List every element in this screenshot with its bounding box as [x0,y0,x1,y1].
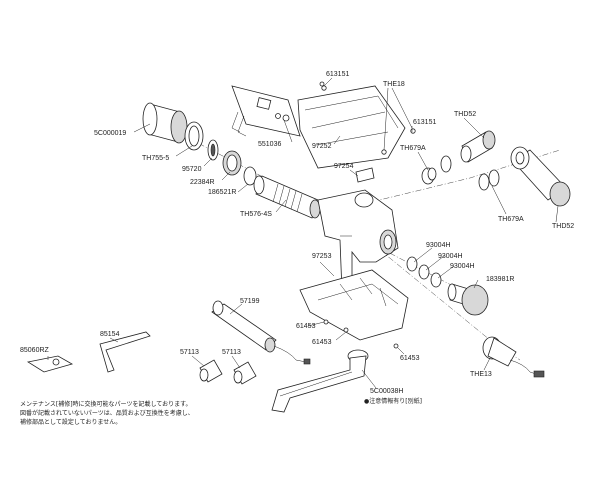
connector-TH679A-top [421,167,437,185]
part-labels: 613151 THE18 613151 THD52 5C000019 55103… [20,71,574,395]
label-85060RZ: 85060RZ [20,347,50,354]
valve-body [317,189,399,293]
battery-case-57199 [211,300,311,365]
tool-85060RZ [26,355,74,373]
label-93004H-3: 93004H [450,263,475,270]
label-61453-a: 61453 [296,323,316,330]
ring-22384R [222,150,242,176]
label-95720: 95720 [182,166,202,173]
connector-TH679A-bottom [478,169,500,191]
label-61453-b: 61453 [312,339,332,346]
label-93004H-1: 93004H [426,242,451,249]
label-TH755-5: TH755-5 [142,155,169,162]
label-THD52-bottom: THD52 [552,223,574,230]
footer-note-line3: 補修部品として設定しておりません。 [20,418,121,426]
hex-wrench-85154 [99,331,151,373]
notes: ●注意情報有り[別紙] メンテナンス[補修]時に交換可能なパーツを記載しておりま… [20,397,422,426]
oring-top [440,155,452,173]
spec-note: ●注意情報有り[別紙] [364,397,422,405]
label-22384R: 22384R [190,179,215,186]
ring-186521R [243,166,257,186]
ring-TH755-5 [184,121,204,151]
battery-57113-a [199,359,223,383]
label-THE13: THE13 [470,371,492,378]
label-613151-top: 613151 [326,71,349,78]
part-97254 [355,167,375,183]
label-TH679A-top: TH679A [400,145,426,152]
label-THD52-top: THD52 [454,111,476,118]
label-57199: 57199 [240,298,260,305]
label-97254: 97254 [334,163,354,170]
footer-note-line2: 図番が記載されていないパーツは、品質および互換性を考慮し、 [20,409,194,417]
spout-5C00038H [271,349,369,413]
label-57113-b: 57113 [222,349,241,356]
label-TH679A-bottom: TH679A [498,216,524,223]
label-97252: 97252 [312,143,332,150]
battery-57113-b [233,361,257,385]
label-186521R: 186521R [208,189,236,196]
arm-THD52-bottom [510,146,571,207]
base-plate-97253 [299,269,409,349]
cover-97252 [297,85,416,169]
cap-5C000019 [142,102,188,144]
label-613151-right: 613151 [413,119,436,126]
control-panel-551036 [231,85,301,137]
label-TH576-4S: TH576-4S [240,211,272,218]
leader-lines [47,77,559,389]
orings-93004H [406,256,442,288]
label-THE18: THE18 [383,81,405,88]
screw-613151-top [319,81,325,87]
cartridge-TH576-4S [253,175,321,219]
ring-95720 [207,139,219,161]
knob-183981R [447,283,489,316]
label-61453-c: 61453 [400,355,420,362]
label-97253: 97253 [312,253,332,260]
label-57113-a: 57113 [180,349,199,356]
label-183981R: 183981R [486,276,514,283]
label-85154: 85154 [100,331,120,338]
label-551036: 551036 [258,141,281,148]
sensor-THE13 [482,336,545,378]
footer-note-line1: メンテナンス[補修]時に交換可能なパーツを記載しております。 [20,400,191,408]
label-5C00038H: 5C00038H [370,388,403,395]
fitting-THD52-top [460,130,496,163]
label-93004H-2: 93004H [438,253,463,260]
label-5C000019: 5C000019 [94,130,126,137]
